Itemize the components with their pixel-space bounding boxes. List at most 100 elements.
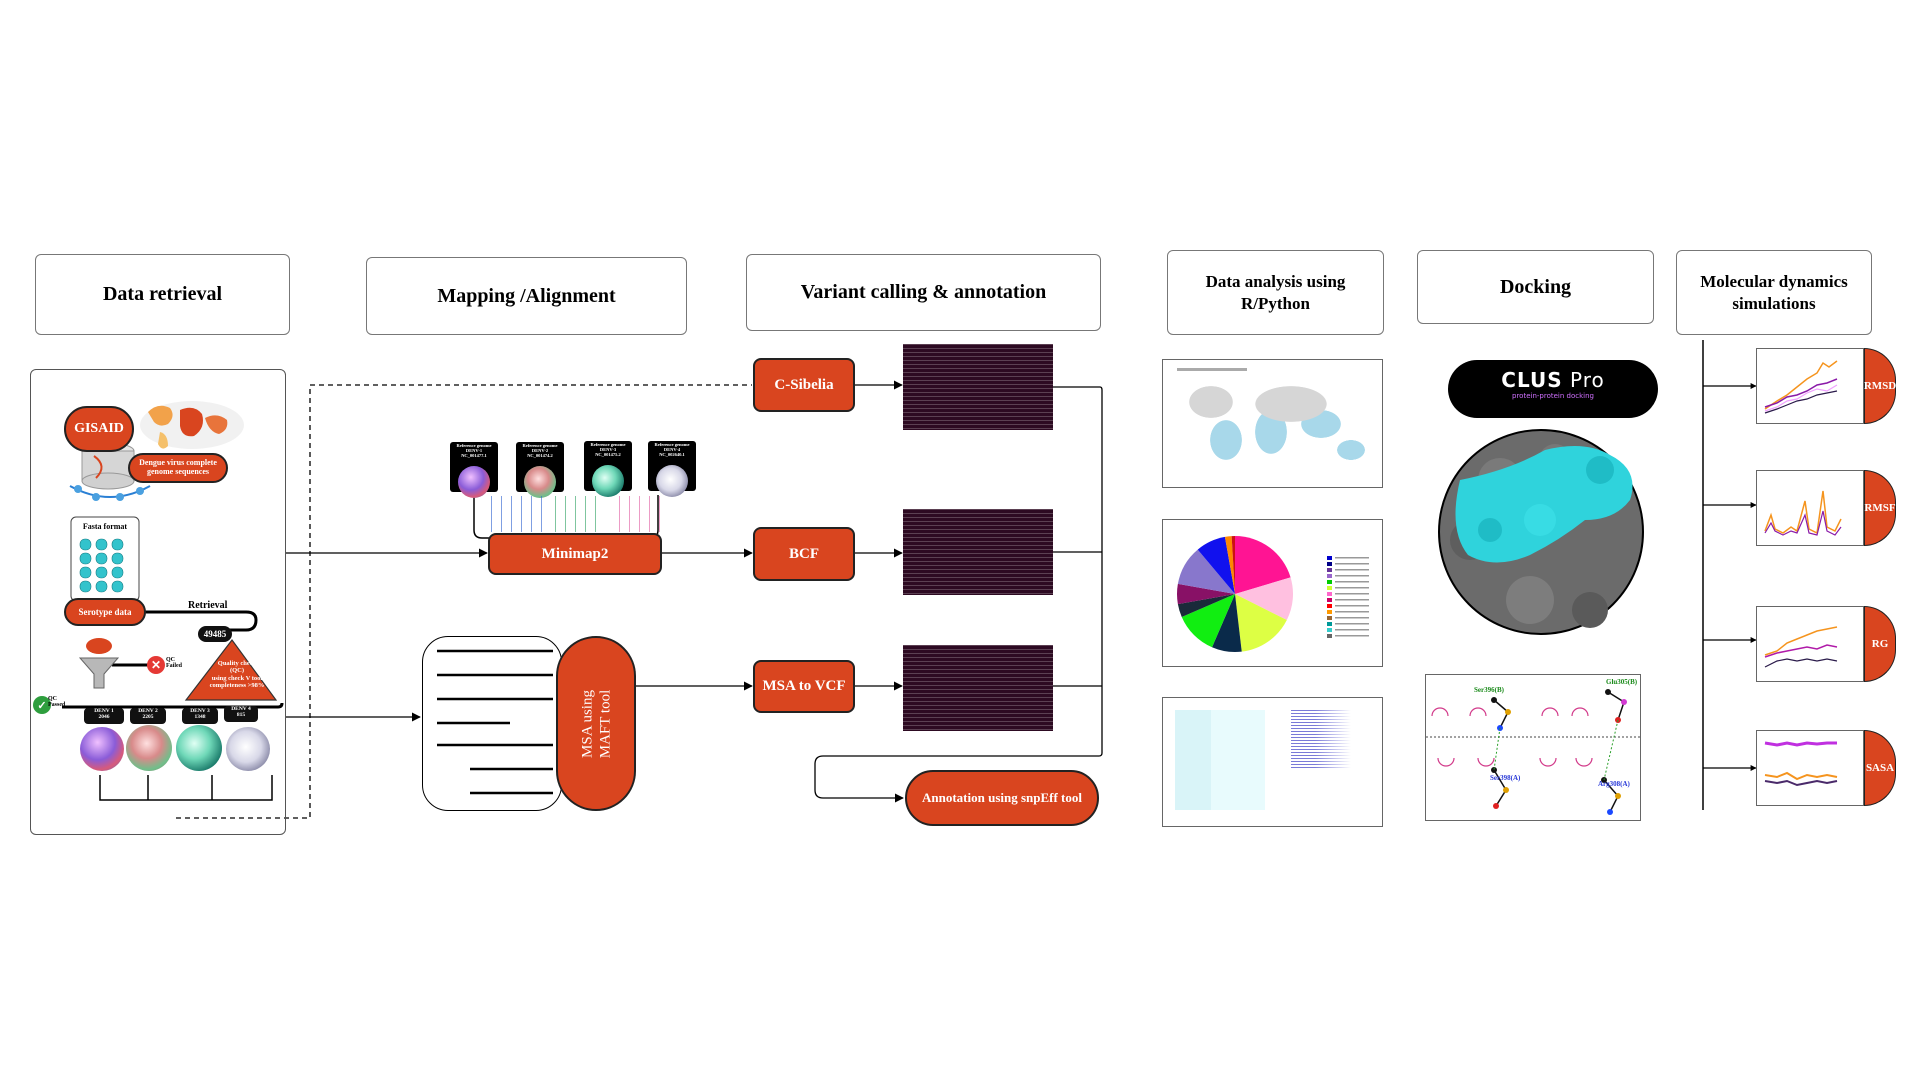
header-analysis: Data analysis using R/Python [1167, 250, 1384, 335]
denv-name: DENV 4 [231, 706, 251, 712]
world-map-icon [140, 401, 244, 449]
aligned-reads-icon [616, 496, 660, 532]
virus-particle-icon [656, 465, 688, 497]
md-tag-label: RMSF [1864, 502, 1896, 514]
residue-label: Arg308(A) [1598, 780, 1630, 788]
header-md-line1: Molecular dynamics [1700, 272, 1848, 292]
header-data-retrieval-label: Data retrieval [102, 283, 223, 305]
interaction-panel [1425, 674, 1641, 821]
pie-slice [1235, 577, 1293, 621]
heatmap-panel [1162, 697, 1383, 827]
heatmap [1175, 710, 1265, 810]
virus-particle-icon [458, 466, 490, 498]
header-docking: Docking [1417, 250, 1654, 324]
terminal-output [903, 344, 1053, 430]
csibelia-box: C-Sibelia [753, 358, 855, 412]
header-variant: Variant calling & annotation [746, 254, 1101, 331]
pie-chart [1177, 536, 1369, 652]
sequence-count-badge: 49485 [198, 626, 232, 642]
header-md: Molecular dynamics simulations [1676, 250, 1872, 335]
virus-particle-icon [80, 727, 124, 771]
fasta-label: Fasta format [82, 522, 128, 531]
md-plot-rmsf [1756, 470, 1864, 546]
denv-count: 1348 [194, 714, 206, 721]
msa-tool-text: MSA using MAFT tool [578, 689, 614, 758]
reference-l2: DENV-4 [663, 446, 681, 452]
reference-l2: DENV-1 [465, 447, 483, 453]
md-plot-rmsd [1756, 348, 1864, 424]
qc-triangle-text: Quality check (QC) using check V tool co… [206, 660, 268, 690]
sequence-count: 49485 [203, 629, 227, 639]
legend-text-line [1335, 575, 1369, 577]
reference-l1: Reference genome [590, 442, 626, 447]
qc-passed-label: QC Passed [48, 696, 66, 708]
header-data-retrieval: Data retrieval [35, 254, 290, 335]
terminal-output [903, 645, 1053, 731]
legend-text-line [1335, 557, 1369, 559]
map-title-placeholder [1177, 368, 1247, 371]
cluspro-subtitle: protein-protein docking [1512, 392, 1594, 400]
denv-count: 815 [236, 712, 246, 719]
legend-swatch [1327, 568, 1332, 572]
legend-text-line [1335, 587, 1369, 589]
virus-particle-icon [126, 725, 172, 771]
cluspro-title: CLUS Pro [1448, 368, 1658, 392]
denv-name: DENV 1 [94, 708, 114, 714]
legend-text-line [1335, 617, 1369, 619]
reference-l1: Reference genome [522, 443, 558, 448]
cluspro-pro: Pro [1569, 368, 1605, 392]
header-docking-label: Docking [1499, 275, 1572, 298]
svg-text:✕: ✕ [151, 658, 161, 672]
gisaid-badge: GISAID [64, 406, 134, 452]
md-trace [1764, 626, 1838, 668]
md-trace [1764, 360, 1838, 414]
reference-l3: NC_001475.2 [595, 451, 621, 457]
legend-text-line [1335, 611, 1369, 613]
collector-line [814, 386, 1103, 803]
bcf-box: BCF [753, 527, 855, 581]
protein-surface-image [1438, 429, 1644, 635]
msa-tool-box: MSA using MAFT tool [556, 636, 636, 811]
legend-text-line [1335, 629, 1369, 631]
md-tag-label: RG [1871, 638, 1889, 650]
pie-slice [1177, 583, 1235, 605]
pie-slice [1181, 594, 1235, 648]
reference-l1: Reference genome [654, 442, 690, 447]
header-mapping: Mapping /Alignment [366, 257, 687, 335]
reference-l3: NC_001474.2 [527, 452, 553, 458]
header-md-line2: simulations [1732, 293, 1816, 313]
serotype-label: Serotype data [78, 607, 132, 617]
aligned-reads-icon [488, 496, 548, 532]
md-trace [1764, 490, 1842, 536]
legend-text-line [1335, 569, 1369, 571]
legend-swatch [1327, 610, 1332, 614]
legend-swatch [1327, 598, 1332, 602]
legend-swatch [1327, 586, 1332, 590]
msa-document-lines [437, 649, 553, 795]
qc-failed-icon [147, 656, 165, 674]
md-tag-label: SASA [1865, 762, 1895, 774]
virus-particle-icon [176, 725, 222, 771]
virus-particle-icon [592, 465, 624, 497]
legend-text-line [1335, 635, 1369, 637]
virus-particle-icon [524, 466, 556, 498]
dengue-line2: genome sequences [147, 467, 209, 476]
residue-label: Glu305(B) [1606, 678, 1638, 686]
qc-funnel-icon [78, 638, 120, 689]
legend-swatch [1327, 622, 1332, 626]
legend-text-line [1335, 623, 1369, 625]
header-analysis-line2: R/Python [1241, 293, 1310, 313]
pie-slices [1177, 536, 1293, 652]
fasta-grid [79, 538, 124, 593]
qc-line1: Quality check [217, 660, 257, 667]
pie-slice [1224, 536, 1235, 594]
passed-flow [62, 702, 284, 709]
reference-l2: DENV-3 [599, 446, 617, 452]
legend-swatch [1327, 634, 1332, 638]
legend-swatch [1327, 604, 1332, 608]
msa-document [422, 636, 562, 811]
qc-triangle [184, 638, 278, 701]
